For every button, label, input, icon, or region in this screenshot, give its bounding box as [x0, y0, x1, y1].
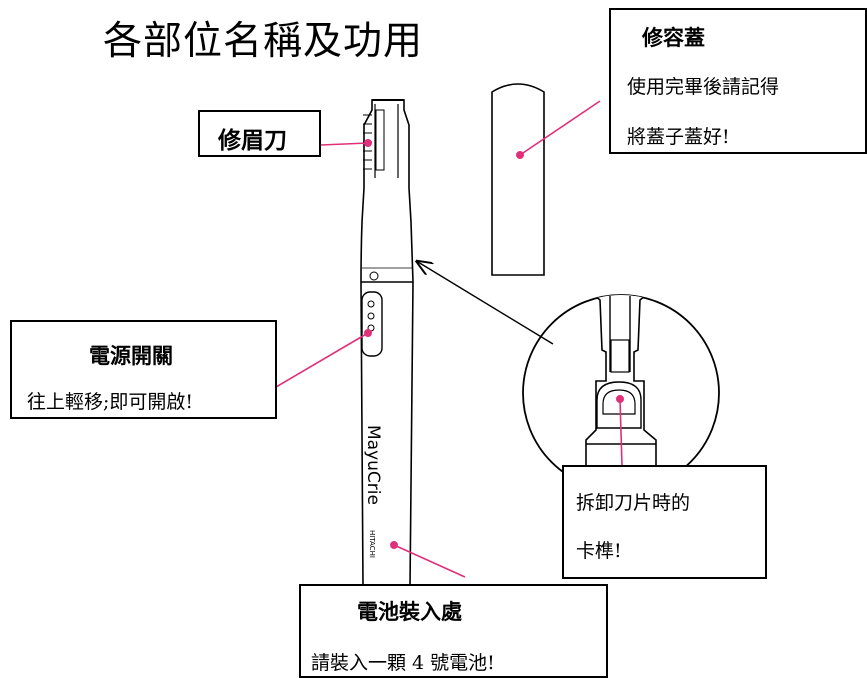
battery-label: 電池裝入處 請裝入一顆 4 號電池! [299, 584, 608, 678]
cap-line-1: 使用完畢後請記得 [627, 76, 780, 98]
page-title: 各部位名稱及功用 [103, 19, 424, 64]
power-switch-label: 電源開關 往上輕移;即可開啟! [10, 320, 277, 419]
cap-label: 修容蓋 使用完畢後請記得 將蓋子蓋好! [609, 8, 867, 154]
battery-title: 電池裝入處 [357, 599, 462, 624]
blade-catch-label: 拆卸刀片時的 卡榫! [562, 465, 767, 579]
brand-text: MayuCrie [363, 425, 383, 505]
eyebrow-blade-label: 修眉刀 [198, 110, 321, 157]
cap-body [491, 83, 545, 276]
battery-line-1: 請裝入一顆 4 號電池! [311, 652, 495, 674]
cap-title: 修容蓋 [642, 25, 705, 50]
power-switch-line-1: 往上輕移;即可開啟! [27, 391, 194, 413]
blade-catch-line-1: 拆卸刀片時的 [576, 492, 691, 514]
pointer-lines [275, 100, 624, 578]
power-switch-title: 電源開關 [89, 343, 173, 368]
blade-catch-line-2: 卡榫! [576, 540, 622, 562]
eyebrow-blade-title: 修眉刀 [218, 127, 287, 154]
trimmer-body: MayuCrie HITACHI [360, 99, 414, 588]
cap-line-2: 將蓋子蓋好! [627, 126, 730, 148]
maker-text: HITACHI [368, 530, 376, 558]
inset-arrow [418, 262, 554, 345]
